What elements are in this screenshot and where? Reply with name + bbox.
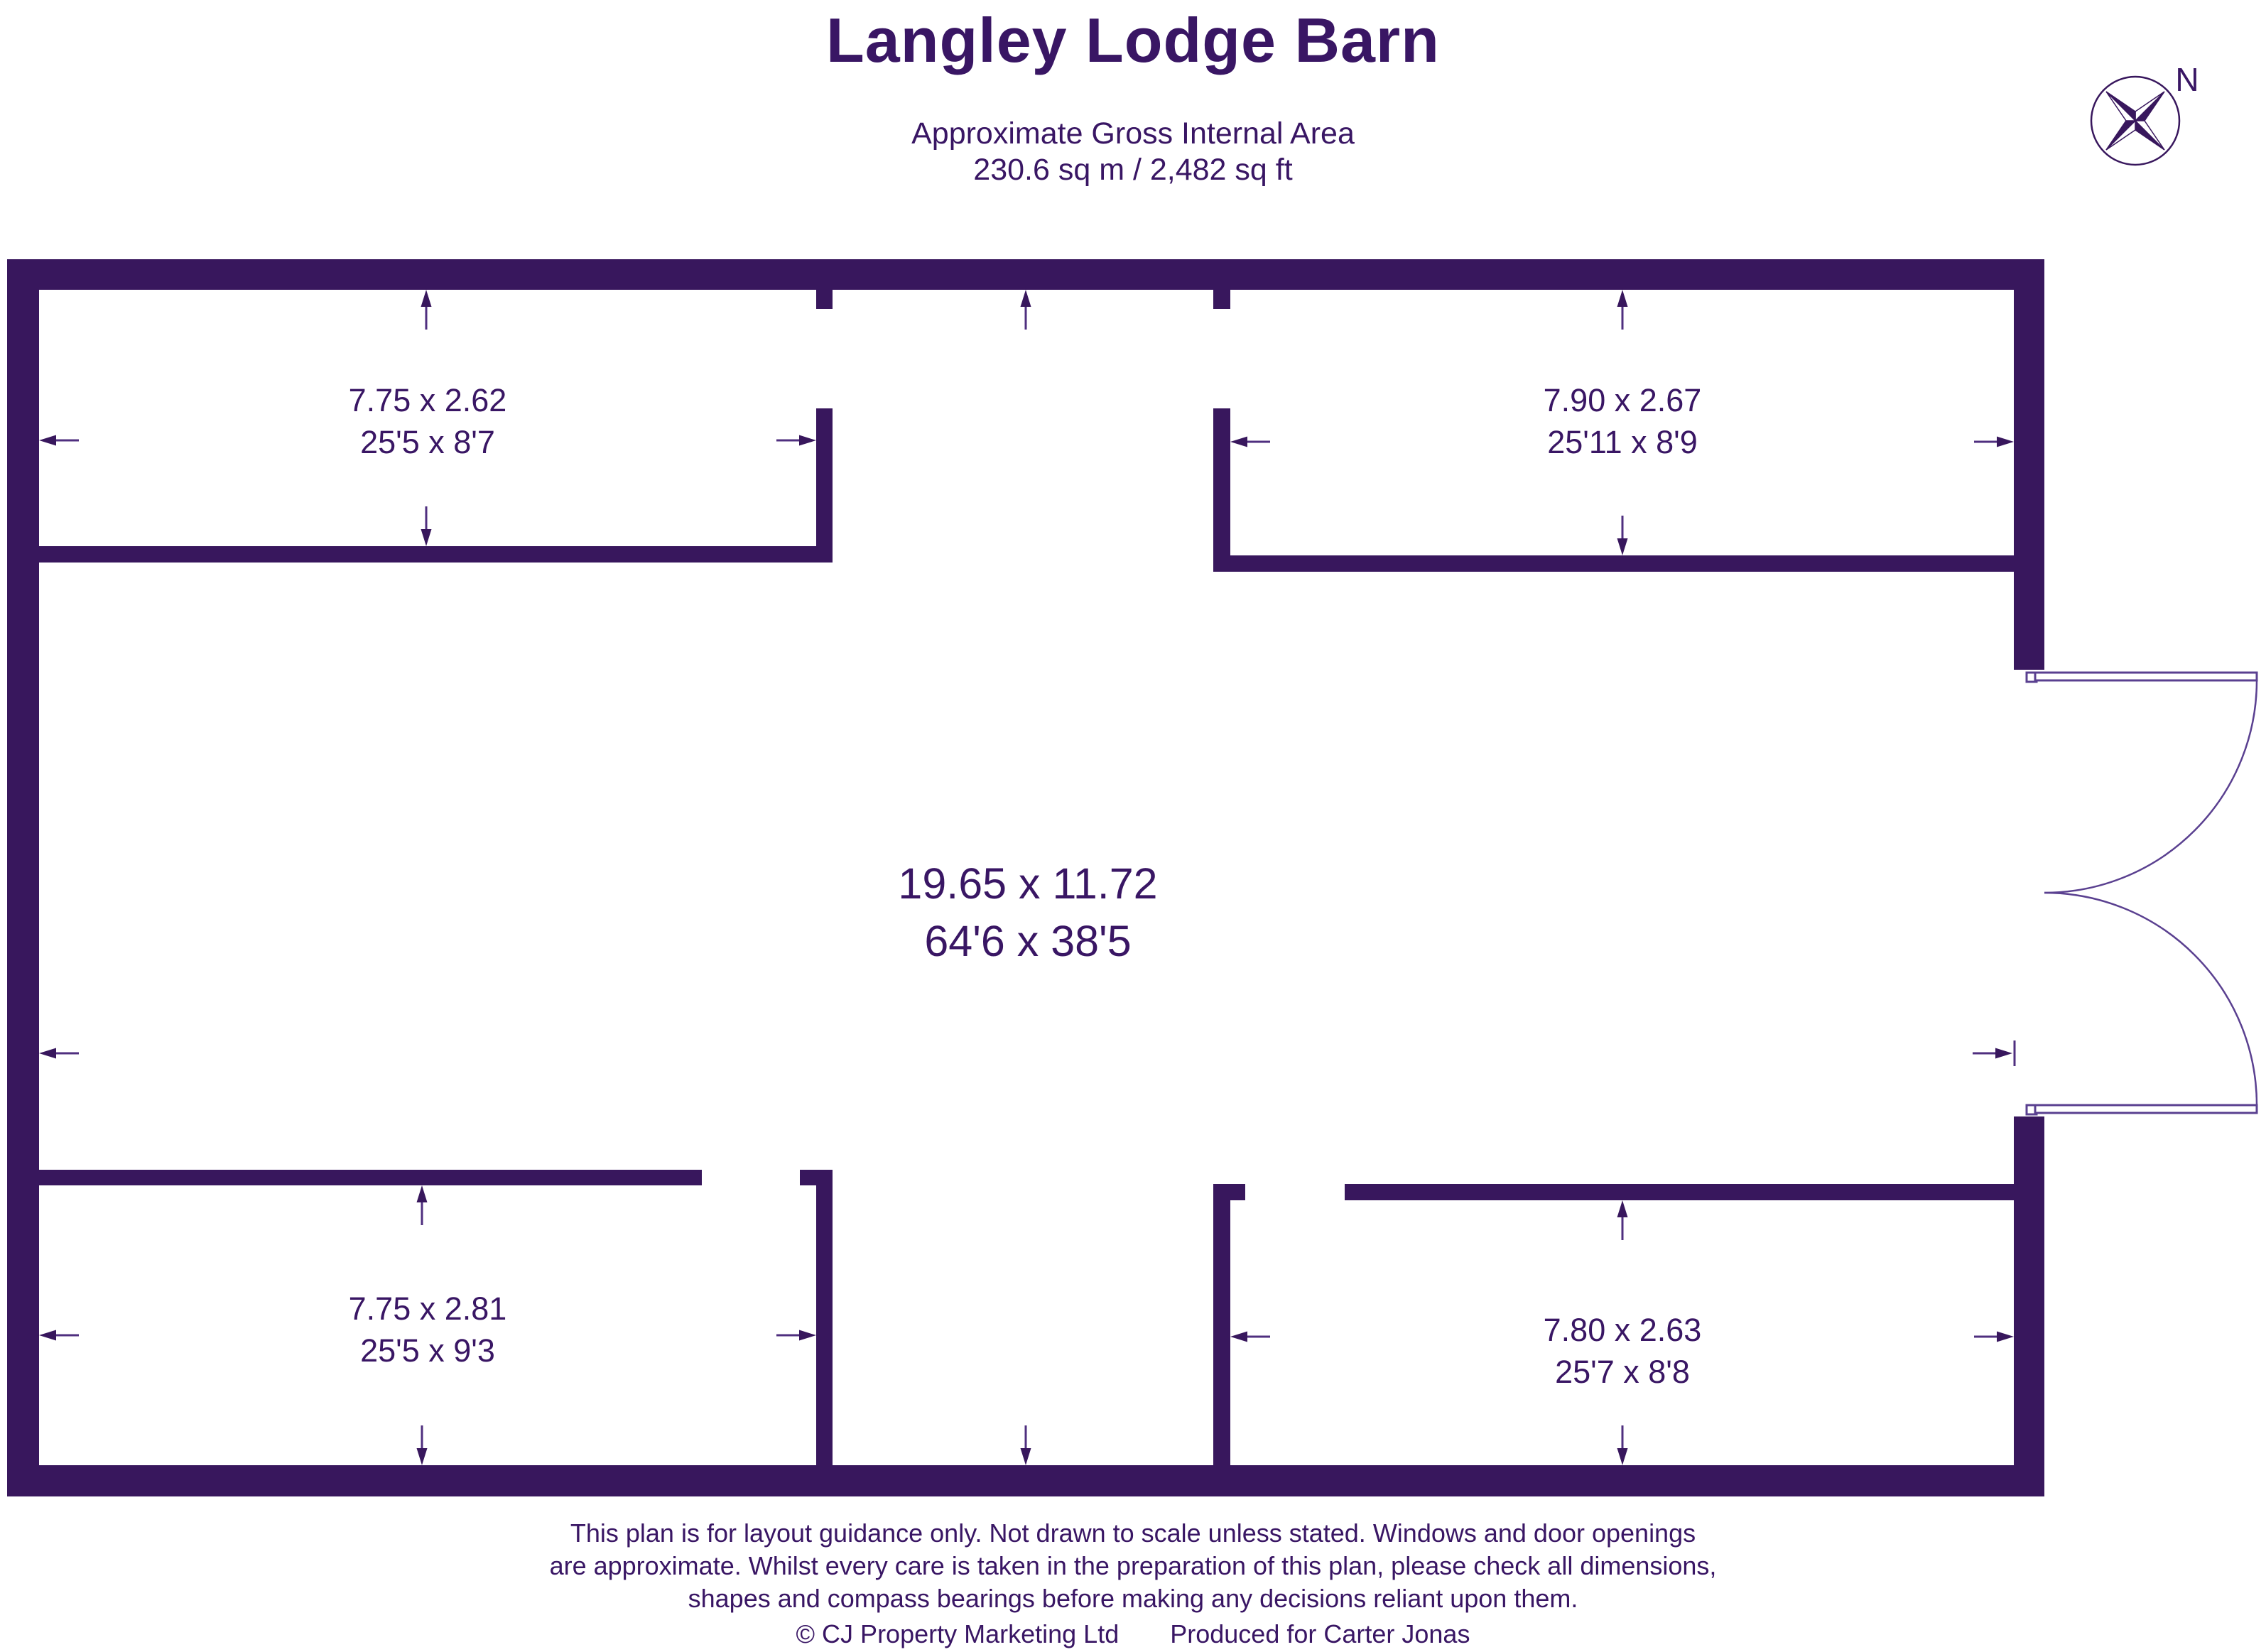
dim-arrows-bottom-right-room xyxy=(1230,1200,2014,1465)
arrow-down-icon xyxy=(1617,538,1628,555)
room-dims-metric: 19.65 x 11.72 xyxy=(898,859,1158,908)
copyright-row: © CJ Property Marketing Ltd Produced for… xyxy=(0,1621,2266,1647)
copyright-text: © CJ Property Marketing Ltd xyxy=(796,1619,1120,1648)
dim-arrows-main-hall xyxy=(39,290,2016,1465)
arrow-up-icon xyxy=(1020,290,1031,307)
wall-exterior-right-upper xyxy=(2014,259,2044,670)
area-value: 230.6 sq m / 2,482 sq ft xyxy=(973,153,1293,187)
dim-arrows-bottom-left-room xyxy=(39,1185,816,1465)
double-door xyxy=(2025,671,2258,1116)
compass-circle xyxy=(2090,75,2181,166)
arrow-down-icon xyxy=(1617,1448,1628,1465)
room-dims-imperial: 25'5 x 8'7 xyxy=(360,424,495,460)
door-leaf-upper xyxy=(2034,671,2258,682)
dim-arrows-top-left-room xyxy=(39,290,816,546)
room-dims-imperial: 25'7 x 8'8 xyxy=(1555,1354,1690,1390)
room-dims-metric: 7.75 x 2.81 xyxy=(348,1290,507,1327)
arrow-down-icon xyxy=(421,529,432,546)
area-summary: Approximate Gross Internal Area 230.6 sq… xyxy=(0,116,2266,188)
wall-bottomleft-room-top xyxy=(39,1170,702,1185)
arrow-left-icon xyxy=(39,1048,56,1059)
room-dims-bottom-right: 7.80 x 2.63 25'7 x 8'8 xyxy=(1395,1309,1850,1393)
arrow-right-icon xyxy=(1997,436,2014,447)
arrow-down-icon xyxy=(416,1448,428,1465)
disclaimer-line: shapes and compass bearings before makin… xyxy=(688,1584,1578,1613)
wall-bottomleft-room-right xyxy=(816,1170,833,1465)
room-dims-top-left: 7.75 x 2.62 25'5 x 8'7 xyxy=(200,379,655,463)
wall-topleft-room-bottom xyxy=(39,546,833,563)
wall-exterior-bottom xyxy=(7,1465,2044,1496)
arrow-left-icon xyxy=(1230,436,1247,447)
door-leaf-lower xyxy=(2034,1104,2258,1114)
wall-topleft-room-right xyxy=(816,408,833,563)
wall-topright-room-left xyxy=(1213,408,1230,572)
arrow-right-icon xyxy=(1997,1331,2014,1342)
wall-exterior-right-lower xyxy=(2014,1116,2044,1496)
wall-topright-room-left-stub xyxy=(1213,290,1230,309)
arrow-down-icon xyxy=(1020,1448,1031,1465)
wall-exterior-top xyxy=(7,259,2044,290)
room-dims-imperial: 25'5 x 9'3 xyxy=(360,1332,495,1369)
produced-for-text: Produced for Carter Jonas xyxy=(1170,1619,1470,1648)
room-dims-imperial: 64'6 x 38'5 xyxy=(924,917,1132,965)
wall-bottomright-room-left xyxy=(1213,1184,1230,1465)
arrow-left-icon xyxy=(1230,1331,1247,1342)
arrow-left-icon xyxy=(39,435,56,446)
arrow-up-icon xyxy=(1617,1200,1628,1217)
compass-rose: N xyxy=(2090,61,2199,166)
wall-bottomright-room-top-stub xyxy=(1213,1184,1245,1200)
room-dims-metric: 7.90 x 2.67 xyxy=(1543,382,1702,418)
compass-star xyxy=(2105,91,2165,151)
compass-north-label: N xyxy=(2175,61,2199,98)
room-dims-top-right: 7.90 x 2.67 25'11 x 8'9 xyxy=(1395,379,1850,463)
disclaimer-line: are approximate. Whilst every care is ta… xyxy=(549,1551,1717,1580)
arrow-right-icon xyxy=(799,435,816,446)
arrow-up-icon xyxy=(1617,290,1628,307)
room-dims-main-hall: 19.65 x 11.72 64'6 x 38'5 xyxy=(758,855,1298,970)
wall-topright-room-bottom xyxy=(1213,555,2014,572)
wall-topleft-room-right-stub xyxy=(816,290,833,309)
wall-bottomright-room-top xyxy=(1345,1184,2014,1200)
arrow-up-icon xyxy=(421,290,432,307)
arrow-up-icon xyxy=(416,1185,428,1202)
room-dims-imperial: 25'11 x 8'9 xyxy=(1547,424,1698,460)
disclaimer-line: This plan is for layout guidance only. N… xyxy=(570,1518,1696,1548)
room-dims-metric: 7.80 x 2.63 xyxy=(1543,1312,1702,1348)
disclaimer: This plan is for layout guidance only. N… xyxy=(0,1517,2266,1615)
door-swing-arc-upper xyxy=(2044,680,2258,894)
door-swing-arc-lower xyxy=(2044,891,2258,1106)
room-dims-bottom-left: 7.75 x 2.81 25'5 x 9'3 xyxy=(200,1288,655,1371)
area-label: Approximate Gross Internal Area xyxy=(911,116,1355,151)
room-dims-metric: 7.75 x 2.62 xyxy=(348,382,507,418)
arrow-right-icon xyxy=(799,1330,816,1341)
dim-arrows-top-right-room xyxy=(1230,290,2014,555)
arrow-left-icon xyxy=(39,1330,56,1341)
arrow-right-icon xyxy=(1995,1048,2012,1059)
wall-exterior-left xyxy=(7,259,39,1496)
page-title: Langley Lodge Barn xyxy=(826,5,1440,75)
